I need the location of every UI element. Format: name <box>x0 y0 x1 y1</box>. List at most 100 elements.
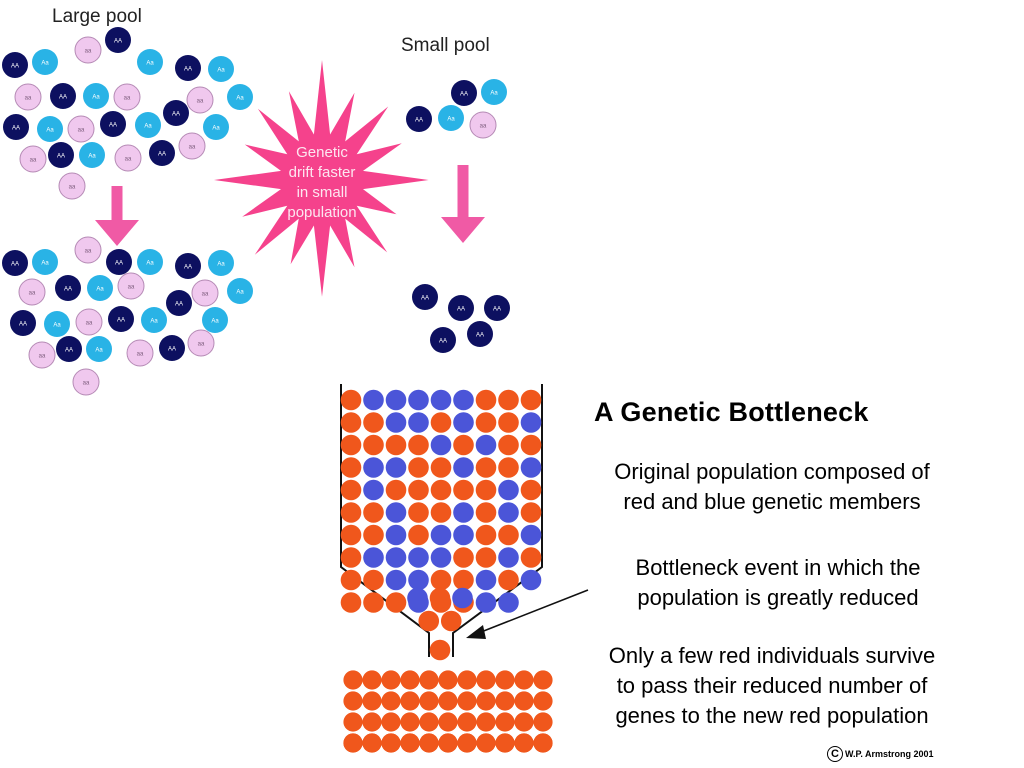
svg-text:aa: aa <box>78 128 85 134</box>
red-individual <box>430 457 452 478</box>
red-individual <box>495 712 515 732</box>
blue-individual <box>430 434 452 456</box>
red-individual <box>533 691 553 711</box>
red-individual <box>520 502 542 523</box>
allele-circle-aa: aa <box>19 145 47 173</box>
svg-text:AA: AA <box>57 154 65 160</box>
red-individual <box>430 569 452 591</box>
allele-circle-aa: Aa <box>481 79 507 105</box>
red-individual <box>408 434 429 456</box>
allele-circle-aa: AA <box>55 275 81 301</box>
allele-circle-aa: Aa <box>208 56 234 82</box>
svg-text:aa: aa <box>125 157 132 163</box>
allele-circle-aa: aa <box>72 368 100 396</box>
red-individual <box>514 691 534 711</box>
allele-circle-aa: aa <box>18 278 46 306</box>
red-individual <box>533 712 553 732</box>
allele-circle-aa: AA <box>412 284 438 310</box>
blue-individual <box>520 569 542 591</box>
svg-text:AA: AA <box>460 92 468 98</box>
allele-circle-aa: aa <box>74 36 102 64</box>
svg-text:aa: aa <box>202 292 209 298</box>
blue-individual <box>430 547 452 568</box>
red-individual <box>498 524 519 546</box>
allele-circle-aa: AA <box>406 106 432 132</box>
burst-shape <box>214 60 429 297</box>
svg-text:AA: AA <box>109 123 117 129</box>
blue-individual <box>475 569 497 591</box>
caption-line: Original population composed of <box>614 459 930 484</box>
svg-text:aa: aa <box>137 352 144 358</box>
copyright-icon: C <box>827 746 843 762</box>
red-individual <box>520 479 542 501</box>
blue-individual <box>363 479 384 501</box>
red-individual <box>440 610 462 632</box>
blue-individual <box>408 569 429 591</box>
blue-individual <box>475 434 497 456</box>
red-individual <box>514 733 534 753</box>
red-individual <box>475 547 497 568</box>
red-individual <box>400 733 420 753</box>
blue-individual <box>453 457 474 478</box>
svg-text:AA: AA <box>184 67 192 73</box>
blue-individual <box>430 524 452 546</box>
allele-circle-aa: Aa <box>227 84 253 110</box>
red-individual <box>363 592 384 613</box>
svg-text:aa: aa <box>124 96 131 102</box>
blue-individual <box>453 502 474 523</box>
red-individual <box>438 712 458 732</box>
red-individual <box>362 733 382 753</box>
svg-text:AA: AA <box>476 333 484 339</box>
svg-text:Aa: Aa <box>447 117 455 123</box>
red-individual <box>438 670 458 690</box>
allele-circle-aa: Aa <box>83 83 109 109</box>
allele-circle-aa: Aa <box>44 311 70 337</box>
red-individual <box>453 569 474 591</box>
svg-text:AA: AA <box>421 296 429 302</box>
svg-text:aa: aa <box>39 354 46 360</box>
red-individual <box>453 547 474 568</box>
allele-circle-aa: AA <box>166 290 192 316</box>
red-individual <box>419 712 439 732</box>
blue-individual <box>408 389 429 411</box>
red-individual <box>400 670 420 690</box>
red-individual <box>340 389 362 411</box>
svg-text:Aa: Aa <box>53 323 61 329</box>
svg-text:AA: AA <box>439 339 447 345</box>
svg-text:AA: AA <box>184 265 192 271</box>
svg-text:Aa: Aa <box>211 319 219 325</box>
red-individual <box>385 434 407 456</box>
red-individual <box>498 389 519 411</box>
allele-circle-aa: AA <box>149 140 175 166</box>
copyright-text: W.P. Armstrong 2001 <box>845 749 934 759</box>
blue-individual <box>363 389 384 411</box>
svg-text:aa: aa <box>30 158 37 164</box>
red-individual <box>408 502 429 523</box>
svg-text:Aa: Aa <box>41 261 49 267</box>
svg-text:aa: aa <box>29 291 36 297</box>
svg-text:Aa: Aa <box>490 91 498 97</box>
svg-text:Aa: Aa <box>150 319 158 325</box>
allele-circle-aa: aa <box>58 172 86 200</box>
svg-text:Aa: Aa <box>95 348 103 354</box>
red-individual <box>418 610 440 632</box>
red-individual <box>475 524 497 546</box>
red-individual <box>457 691 477 711</box>
blue-individual <box>520 524 542 546</box>
red-individual <box>340 569 362 591</box>
red-individual <box>362 691 382 711</box>
red-individual <box>520 389 542 411</box>
red-individual <box>340 547 362 568</box>
red-individual <box>385 479 407 501</box>
red-individual <box>475 389 497 411</box>
blue-individual <box>452 587 473 609</box>
blue-individual <box>520 457 542 478</box>
red-individual <box>343 670 363 690</box>
red-individual <box>514 712 534 732</box>
allele-circle-aa: AA <box>175 55 201 81</box>
allele-circle-aa: AA <box>105 27 131 53</box>
blue-individual <box>453 524 474 546</box>
blue-individual <box>363 457 384 478</box>
